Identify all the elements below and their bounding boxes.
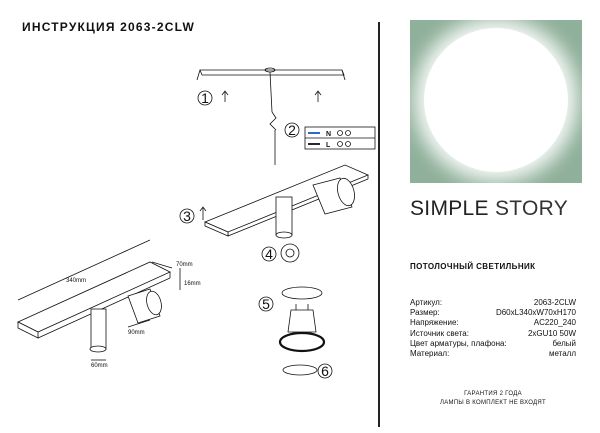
spec-row: Артикул: 2063-2CLW (410, 298, 576, 308)
spec-label: Напряжение: (410, 318, 459, 328)
dim-cylinder-diameter: 60mm (91, 363, 108, 369)
step-5-marker (258, 286, 323, 312)
spec-row: Источник света: 2xGU10 50W (410, 329, 576, 339)
spec-value: 2xGU10 50W (527, 328, 576, 338)
dimension-drawing (17, 239, 181, 361)
instruction-title: ИНСТРУКЦИЯ 2063-2CLW (22, 20, 195, 34)
spotlight-horizontal (312, 177, 355, 215)
gu10-lamp (278, 304, 326, 353)
lamp-glow (424, 28, 568, 172)
step-2-marker (284, 122, 300, 138)
spotlight-vertical (275, 196, 293, 239)
step-1-marker (197, 90, 322, 106)
product-type: ПОТОЛОЧНЫЙ СВЕТИЛЬНИК (410, 262, 536, 271)
spec-row: Размер: D60xL340xW70xH170 (410, 308, 576, 318)
spec-value: D60xL340xW70xH170 (495, 308, 576, 318)
terminal-n-label: N (326, 131, 331, 138)
spec-table: Артикул: 2063-2CLW Размер: D60xL340xW70xH1… (410, 298, 576, 359)
brand-logo: SIMPLE STORY (410, 197, 568, 221)
warranty-note: ГАРАНТИЯ 2 ГОДА ЛАМПЫ В КОМПЛЕКТ НЕ ВХОД… (410, 390, 576, 408)
dim-cylinder-length: 90mm (128, 330, 145, 336)
step-6-label: 6 (321, 363, 329, 379)
brand-word-story: STORY (494, 197, 569, 220)
step-4-marker (261, 243, 300, 263)
brand-word-simple: SIMPLE (410, 197, 489, 220)
vertical-divider (378, 22, 380, 427)
spec-label: Материал: (410, 349, 450, 359)
spec-value: AC220_240 (533, 318, 576, 328)
spec-label: Размер: (410, 308, 440, 318)
step-5-label: 5 (262, 296, 270, 312)
spec-label: Артикул: (410, 298, 443, 307)
spec-label: Источник света: (410, 328, 469, 338)
step-3-marker (179, 206, 207, 224)
mounting-bracket (196, 67, 346, 81)
step-3-label: 3 (183, 208, 191, 224)
spec-value: белый (552, 338, 576, 348)
spec-value: 2063-2CLW (533, 298, 576, 307)
spec-row: Напряжение: AC220_240 (410, 318, 576, 328)
power-cable (269, 71, 273, 113)
product-photo (410, 20, 582, 183)
terminal-l-label: L (326, 142, 331, 149)
terminal-block (304, 126, 376, 150)
dim-height: 16mm (184, 281, 201, 287)
spec-value: металл (548, 349, 576, 359)
spec-row: Цвет арматуры, плафона: белый (410, 339, 576, 349)
step-1-label: 1 (201, 90, 209, 106)
spec-row: Материал: металл (410, 349, 576, 359)
lamps-not-included-line: ЛАМПЫ В КОМПЛЕКТ НЕ ВХОДЯТ (439, 400, 546, 406)
step-4-label: 4 (265, 246, 273, 262)
step-6-marker (282, 363, 333, 379)
dim-width: 70mm (176, 262, 193, 268)
cable-clip (269, 111, 277, 131)
step-2-label: 2 (288, 122, 296, 138)
dim-length: 340mm (66, 278, 86, 284)
spec-label: Цвет арматуры, плафона: (410, 338, 507, 348)
warranty-line: ГАРАНТИЯ 2 ГОДА (464, 391, 522, 397)
